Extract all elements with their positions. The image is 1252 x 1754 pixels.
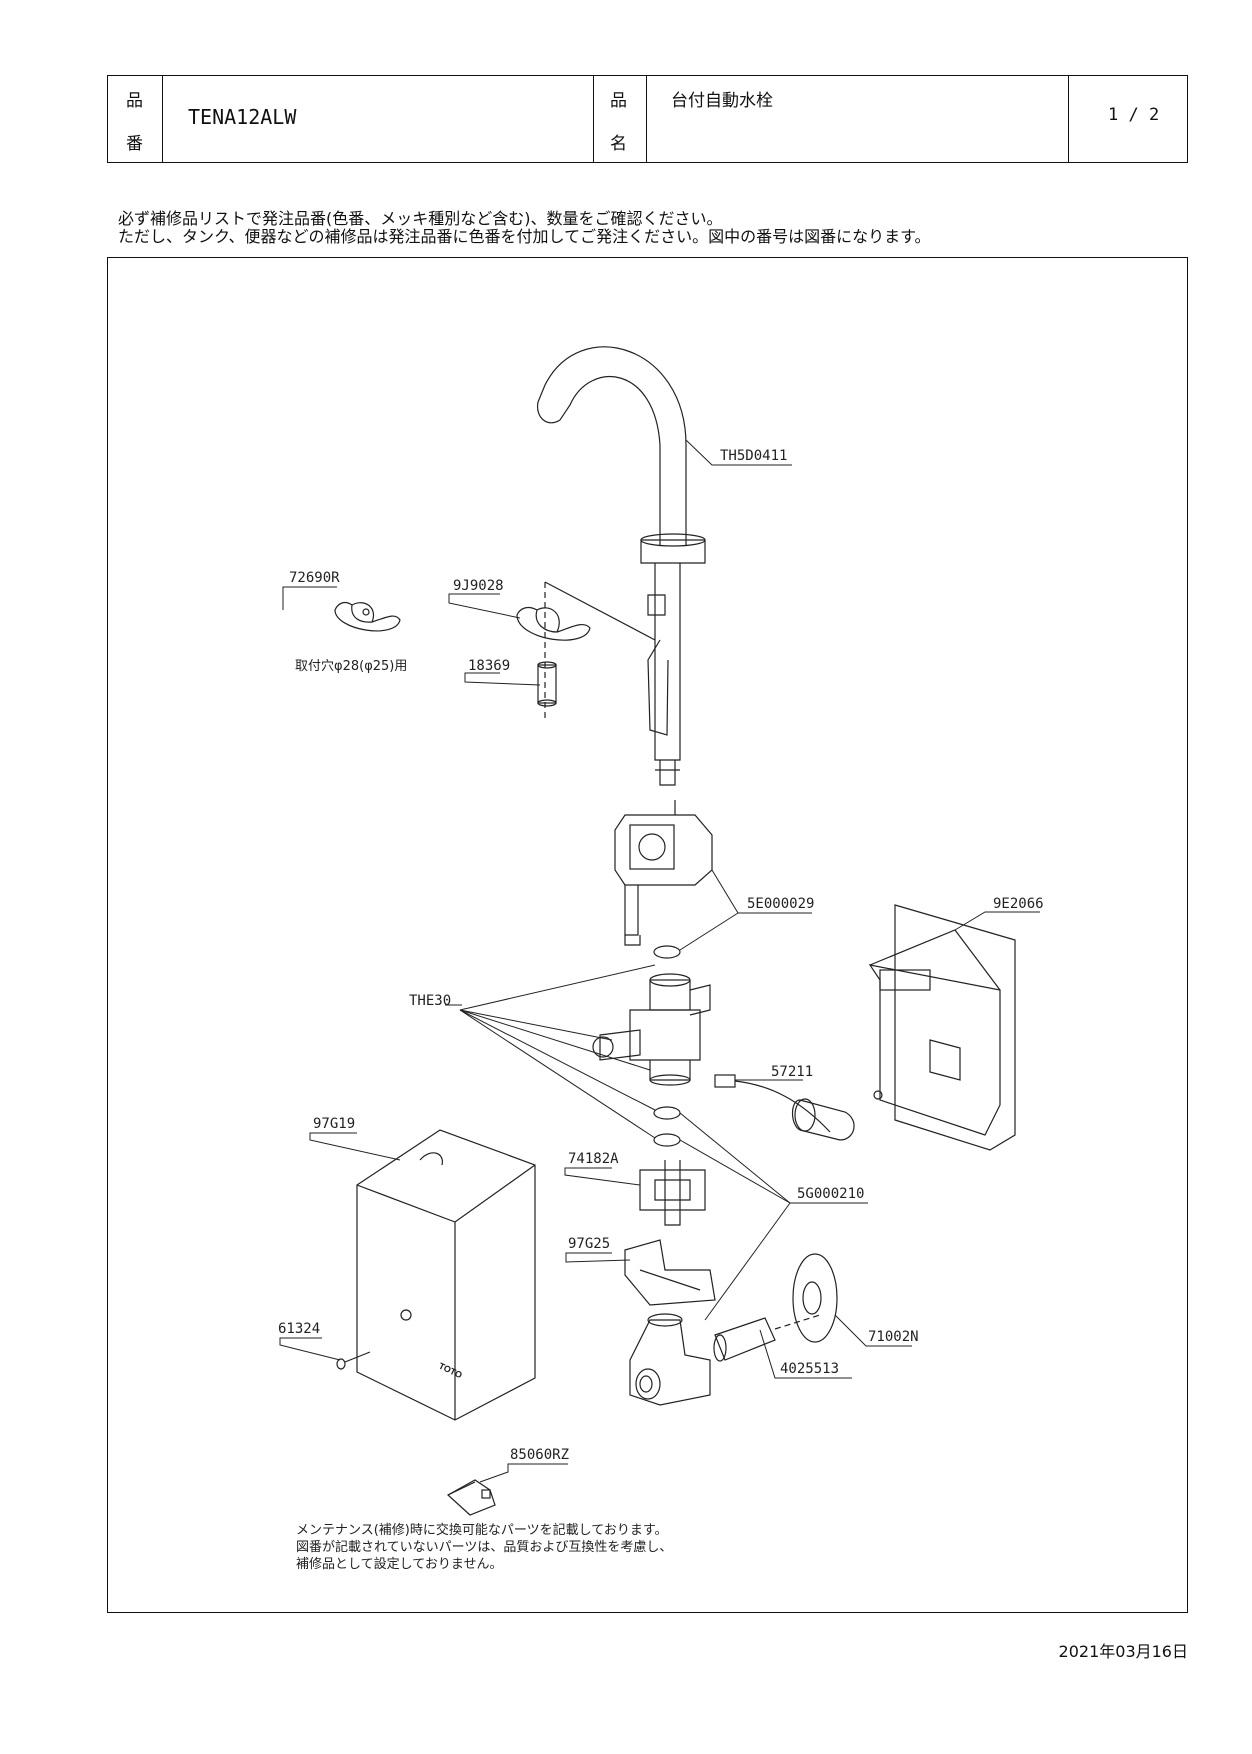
divider — [593, 76, 594, 162]
packing-upper — [653, 945, 681, 959]
issue-date: 2021年03月16日 — [1058, 1642, 1188, 1661]
valve-5e000029-part — [614, 800, 713, 946]
caption-72690r: 取付穴φ28(φ25)用 — [295, 659, 407, 674]
label-18369: 18369 — [468, 658, 510, 674]
key-85060rz-part — [446, 1479, 496, 1516]
label-9e2066: 9E2066 — [993, 896, 1044, 912]
flange-71002n-part — [792, 1253, 838, 1343]
label-71002n: 71002N — [868, 1329, 919, 1345]
elbow-fitting-part — [629, 1313, 711, 1406]
valve-unit-the30-part — [592, 973, 711, 1086]
label-72690r: 72690R — [289, 570, 340, 586]
washer-9j9028-part — [516, 606, 591, 641]
label-9j9028: 9J9028 — [453, 578, 504, 594]
label-th5d0411: TH5D0411 — [720, 448, 787, 464]
maintenance-note-2: 図番が記載されていないパーツは、品質および互換性を考慮し、 — [296, 1539, 672, 1555]
label-85060rz: 85060RZ — [510, 1447, 569, 1463]
controller-9e2066-part — [868, 904, 1016, 1151]
divider — [162, 76, 163, 162]
product-code: TENA12ALW — [188, 105, 297, 129]
spout-part — [536, 346, 706, 786]
label-5g000210: 5G000210 — [797, 1186, 864, 1202]
label-57211: 57211 — [771, 1064, 813, 1080]
divider — [646, 76, 647, 162]
label-97g19: 97G19 — [313, 1116, 355, 1132]
packing-lower-1 — [653, 1106, 681, 1120]
cover-97g19-part — [356, 1129, 536, 1421]
hinban-label-bottom: 番 — [126, 134, 143, 154]
divider — [1068, 76, 1069, 162]
toto-logo: TOTO — [437, 1361, 464, 1380]
label-5e000029: 5E000029 — [747, 896, 814, 912]
hinmei-label-top: 品 — [610, 91, 627, 111]
order-note-1: 必ず補修品リストで発注品番(色番、メッキ種別など含む)、数量をご確認ください。 — [118, 209, 723, 228]
nipple-4025513-part — [713, 1314, 821, 1362]
battery-57211-part — [714, 1074, 855, 1141]
product-name: 台付自動水栓 — [671, 91, 773, 111]
title-block: 品 番 TENA12ALW 品 名 台付自動水栓 1 / 2 — [107, 75, 1188, 163]
label-74182a: 74182A — [568, 1151, 619, 1167]
hinmei-label-bottom: 名 — [610, 134, 627, 154]
screw-61324-part — [336, 1351, 371, 1370]
nut-18369-part — [537, 661, 557, 707]
label-61324: 61324 — [278, 1321, 320, 1337]
bracket-97g25-part — [624, 1239, 716, 1306]
label-4025513: 4025513 — [780, 1361, 839, 1377]
diagram-frame — [107, 257, 1188, 1613]
washer-72690r-part — [334, 601, 401, 632]
packing-lower-2 — [653, 1133, 681, 1147]
order-note-2: ただし、タンク、便器などの補修品は発注品番に色番を付加してご発注ください。図中の… — [118, 227, 931, 246]
holder-74182a-part — [639, 1160, 706, 1226]
hinban-label-top: 品 — [126, 91, 143, 111]
maintenance-note-1: メンテナンス(補修)時に交換可能なパーツを記載しております。 — [296, 1522, 668, 1538]
maintenance-note-3: 補修品として設定しておりません。 — [296, 1556, 502, 1572]
label-the30: THE30 — [409, 993, 451, 1009]
label-97g25: 97G25 — [568, 1236, 610, 1252]
page-number: 1 / 2 — [1108, 105, 1160, 125]
